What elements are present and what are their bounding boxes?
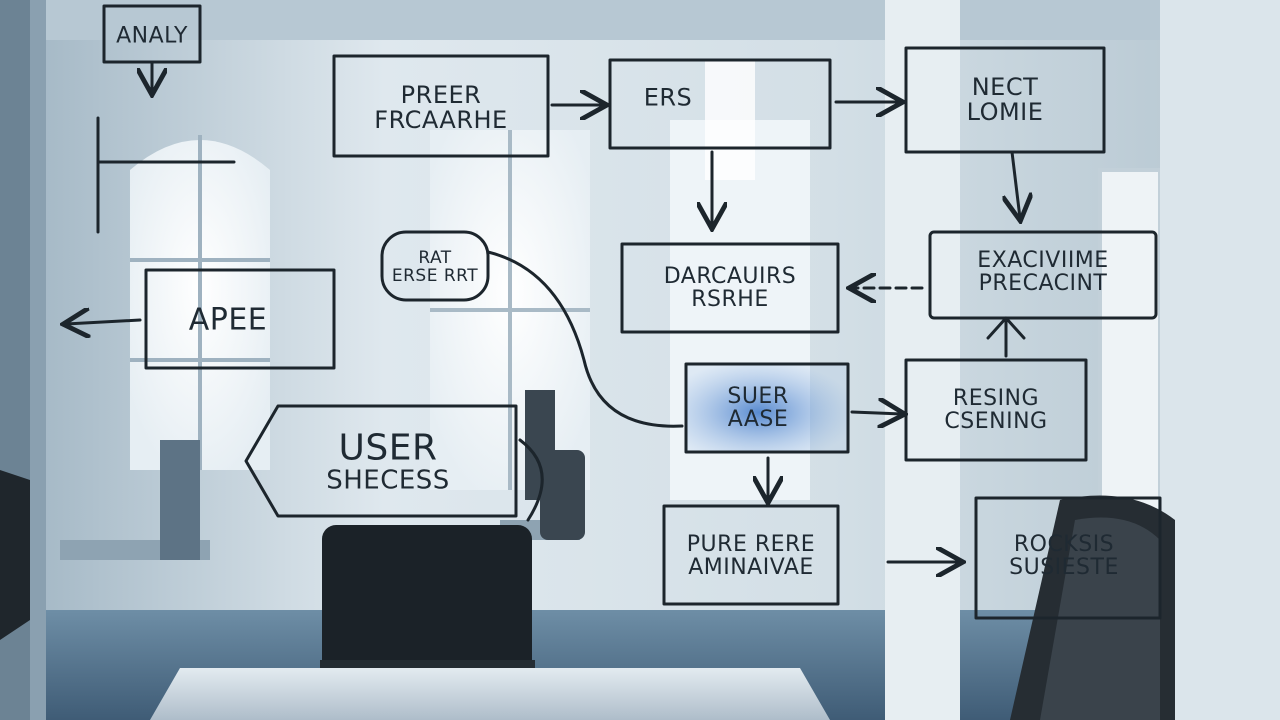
background-chair	[525, 390, 585, 540]
box-nect	[904, 46, 1106, 154]
box-rocksis	[974, 496, 1162, 620]
box-pure	[662, 504, 840, 606]
left-window	[130, 135, 270, 470]
center-window	[430, 130, 590, 490]
box-user	[244, 404, 518, 518]
box-preer	[332, 54, 550, 158]
conference-table	[150, 668, 830, 720]
office-chair-left	[0, 470, 30, 640]
glass-frame	[30, 0, 46, 720]
box-exacivime	[928, 230, 1158, 320]
flowchart-drawing	[66, 4, 1162, 620]
box-apee	[144, 268, 336, 370]
box-rat	[380, 230, 490, 302]
box-suer-highlight	[686, 364, 848, 452]
box-darcauirs	[620, 242, 840, 334]
box-ers	[608, 58, 832, 150]
right-wall	[1160, 0, 1280, 720]
box-suer	[684, 362, 850, 454]
